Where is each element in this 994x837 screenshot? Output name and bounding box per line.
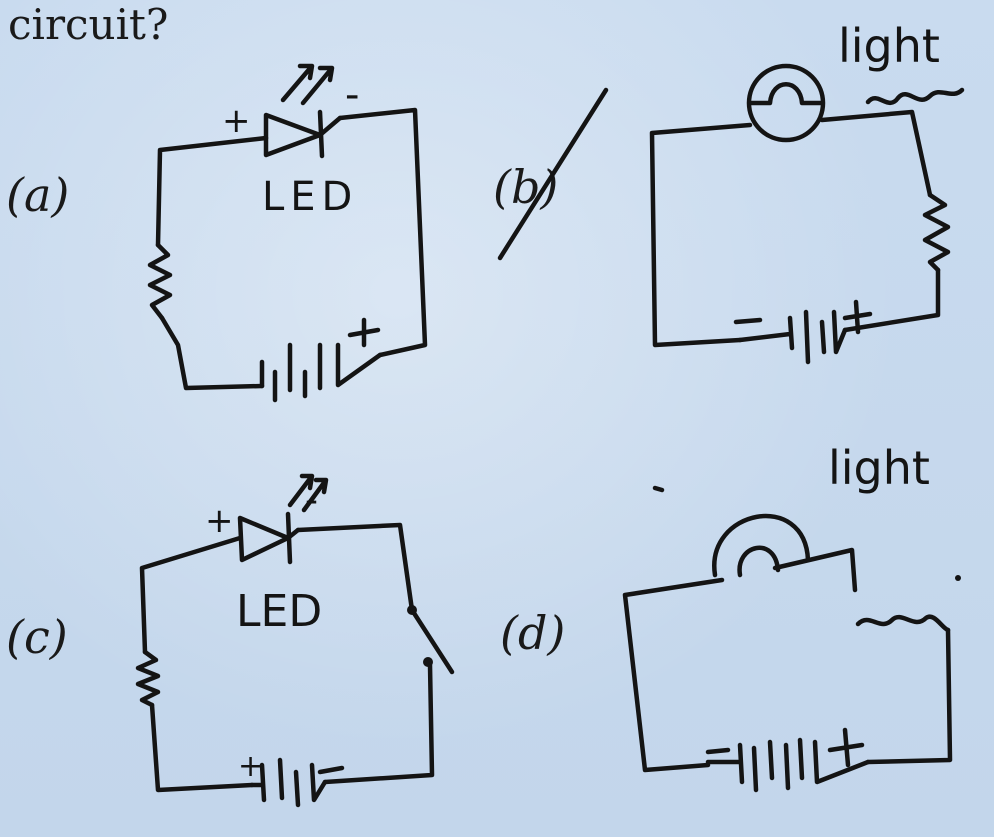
option-label-d: (d) (500, 606, 566, 660)
circuit-c-wire-top-left (139, 535, 243, 655)
circuit-c-switch (409, 607, 455, 675)
circuit-d-tick (652, 485, 665, 493)
circuit-a-battery-plus (347, 317, 381, 348)
circuit-d-bulb-filament (737, 545, 781, 578)
circuit-a-minus-sign: - (345, 72, 359, 118)
circuit-a-led-lead (317, 115, 343, 138)
circuit-b-wire-left (649, 122, 753, 348)
circuit-c: + + - LED (135, 473, 455, 808)
circuit-d-bulb-outline (712, 513, 811, 578)
option-label-a: (a) (6, 168, 70, 222)
circuit-c-battery-plus: + (238, 749, 263, 784)
circuit-a-plus-sign: + (222, 101, 251, 141)
circuit-c-wire-bottom-right (322, 662, 435, 785)
circuit-c-battery (249, 757, 328, 808)
circuit-b-battery-plus (842, 299, 873, 335)
circuit-c-led-lead (285, 527, 301, 541)
circuit-b: light (649, 19, 965, 365)
circuit-d-light-text: light (828, 441, 930, 495)
circuit-b-bulb (746, 63, 826, 143)
circuit-a-led-arrows (280, 63, 335, 106)
circuit-c-plus-sign: + (205, 501, 234, 541)
circuit-b-wire-top-right (819, 109, 933, 198)
circuit-a-wire-top-left (155, 135, 269, 248)
circuit-d-squiggle (855, 614, 951, 633)
circuit-b-battery-minus (733, 317, 763, 325)
circuit-c-battery-mark (317, 765, 345, 775)
circuit-a-resistor (147, 242, 173, 321)
circuit-d-dot (955, 575, 961, 581)
option-b-strike-mark (497, 87, 609, 261)
circuit-a: + - LED (147, 63, 428, 403)
circuit-d: light (622, 441, 961, 793)
circuit-c-wire-top-right (295, 522, 415, 613)
circuit-b-bulb-filament (749, 82, 823, 106)
circuit-b-light-squiggle (865, 87, 965, 106)
circuit-d-wire-left (622, 577, 725, 773)
circuit-d-battery-plus (827, 727, 865, 768)
circuit-b-wire-bottom-right (842, 267, 941, 333)
circuit-b-light-text: light (838, 19, 940, 73)
circuit-a-led-triangle (263, 112, 323, 158)
circuit-c-led-text: LED (236, 586, 322, 637)
circuit-d-wire-right (865, 627, 953, 765)
option-label-c: (c) (6, 610, 68, 664)
circuit-a-wire-bottom-left (159, 315, 265, 391)
circuit-c-switch-contact-bottom (423, 657, 433, 667)
circuit-c-switch-contact-top (407, 605, 417, 615)
circuit-a-battery (259, 342, 383, 403)
circuit-c-minus-sign: - (305, 480, 318, 521)
question-text: circuit? (8, 0, 169, 49)
circuit-d-wire-top-right (772, 547, 858, 593)
circuit-c-wire-bottom-left (149, 702, 255, 793)
circuit-b-battery (737, 309, 848, 365)
circuit-c-led-triangle (237, 515, 291, 563)
circuit-d-battery (705, 737, 871, 793)
circuit-b-resistor (922, 192, 951, 273)
circuit-c-resistor (135, 649, 161, 708)
circuit-c-led-arrows (287, 473, 329, 513)
circuit-d-battery-minus (705, 747, 731, 755)
circuit-a-led-text: LED (262, 174, 358, 220)
circuit-a-wire-top-right (337, 107, 428, 358)
